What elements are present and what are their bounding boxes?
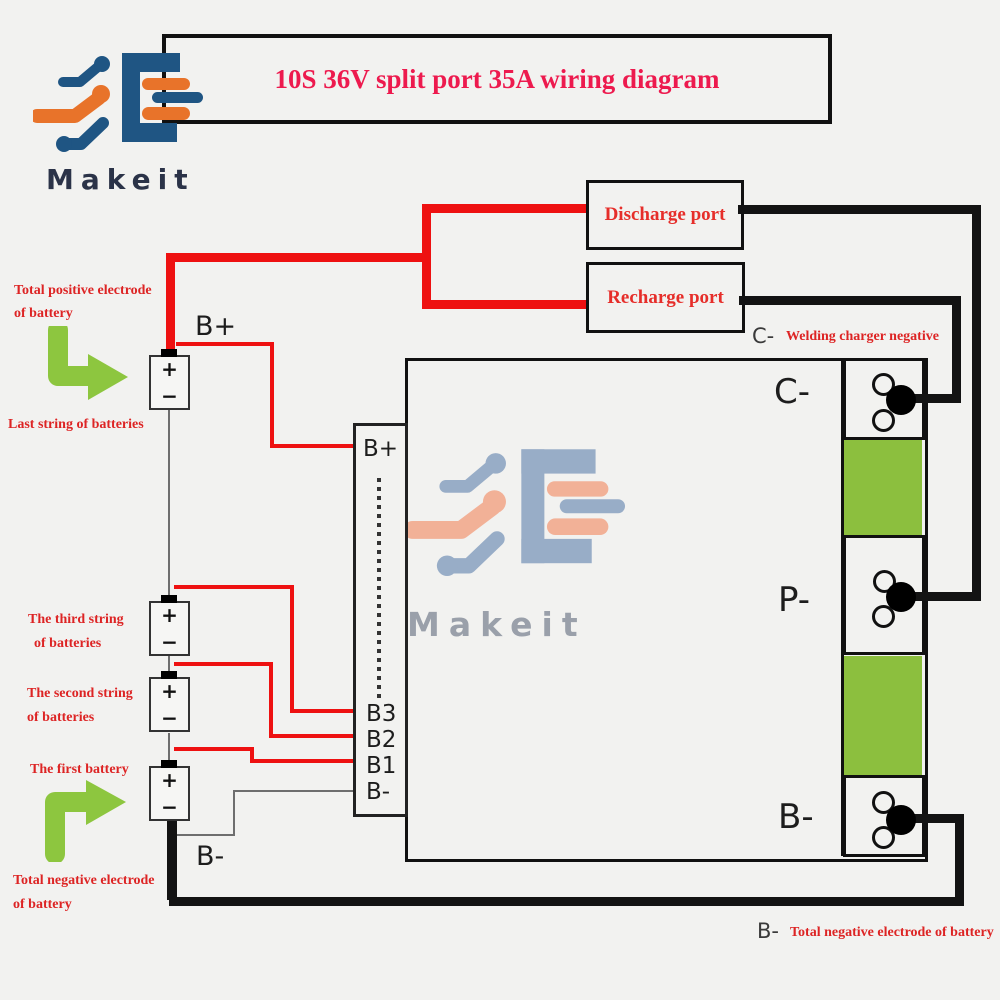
pin-b-minus: B- xyxy=(366,779,391,805)
wire-discharge-v xyxy=(972,205,981,601)
p-wire-dot xyxy=(886,582,916,612)
battery-plus-sign: + xyxy=(161,679,178,703)
pin-b-plus: B+ xyxy=(363,436,399,462)
battery-minus-sign: − xyxy=(161,706,178,730)
battery-positive-cap xyxy=(161,671,177,679)
wire-bminus-h xyxy=(901,814,964,823)
sense-b2-h1 xyxy=(174,662,273,666)
battery-link-2 xyxy=(168,656,170,677)
pin-b2: B2 xyxy=(366,727,397,753)
wire-bottom-rail xyxy=(169,897,964,906)
wire-to-recharge xyxy=(427,300,586,309)
battery-positive-cap xyxy=(161,595,177,603)
green-block-top xyxy=(844,440,922,536)
wire-discharge-h xyxy=(738,205,981,214)
label-b-plus: B+ xyxy=(195,311,237,342)
sense-bminus-h2 xyxy=(177,834,235,836)
label-b-minus: B- xyxy=(196,841,225,872)
sense-b2-h2 xyxy=(269,734,353,738)
sense-b2-v xyxy=(269,662,273,738)
battery-first: + − xyxy=(149,760,190,821)
sense-b3-v xyxy=(290,585,294,713)
board-label-c-minus: C- xyxy=(774,372,811,412)
arrow-down-right-icon xyxy=(48,326,128,400)
sense-bminus-v xyxy=(233,790,235,836)
note-total-negative-1: Total negative electrode xyxy=(13,873,155,888)
sense-b3-h1 xyxy=(174,585,294,589)
connector-dotted-line xyxy=(377,478,381,702)
wire-to-discharge xyxy=(427,204,586,213)
battery-second-string: + − xyxy=(149,671,190,732)
battery-minus-sign: − xyxy=(161,795,178,819)
watermark-text: Makeit xyxy=(407,605,587,644)
battery-plus-sign: + xyxy=(161,357,178,381)
sense-b3-h2 xyxy=(290,709,353,713)
note-first-battery: The first battery xyxy=(30,762,129,777)
brand-name: Makeit xyxy=(46,163,195,196)
wire-bminus-v xyxy=(955,814,964,906)
c-screw-bottom xyxy=(872,409,895,432)
wire-recharge-v xyxy=(952,296,961,403)
note-second-string-1: The second string xyxy=(27,686,133,701)
arrow-up-right-icon xyxy=(45,780,126,862)
battery-positive-cap xyxy=(161,349,177,357)
recharge-port-label: Recharge port xyxy=(607,286,724,308)
battery-minus-sign: − xyxy=(161,384,178,408)
sense-bplus-h1 xyxy=(176,342,274,346)
wire-bplus-vertical xyxy=(166,253,175,353)
page-title: 10S 36V split port 35A wiring diagram xyxy=(274,63,720,94)
green-block-bottom xyxy=(844,656,922,776)
sense-bplus-v xyxy=(270,342,274,448)
wire-discharge-to-p xyxy=(901,592,981,601)
note-third-string-1: The third string xyxy=(28,612,124,627)
discharge-port-box: Discharge port xyxy=(586,180,744,250)
battery-last-string: + − xyxy=(149,349,190,410)
title-box: 10S 36V split port 35A wiring diagram xyxy=(162,34,832,124)
note-total-positive-2: of battery xyxy=(14,306,73,321)
recharge-port-box: Recharge port xyxy=(586,262,745,333)
sense-bplus-h2 xyxy=(270,444,353,448)
wire-recharge-to-c xyxy=(901,394,961,403)
discharge-port-label: Discharge port xyxy=(604,204,726,225)
welding-prefix: C- xyxy=(752,324,775,348)
note-third-string-2: of batteries xyxy=(34,636,102,651)
c-wire-dot xyxy=(886,385,916,415)
battery-plus-sign: + xyxy=(161,603,178,627)
note-last-string: Last string of batteries xyxy=(8,417,144,432)
terminal-column-divider xyxy=(841,358,844,856)
battery-positive-cap xyxy=(161,760,177,768)
wire-battery-to-rail xyxy=(167,820,177,900)
battery-third-string: + − xyxy=(149,595,190,656)
makeit-logo-icon xyxy=(33,53,203,152)
wire-junction-vertical xyxy=(422,204,431,309)
board-label-b-minus: B- xyxy=(778,797,814,837)
battery-link-1 xyxy=(168,410,170,602)
wire-recharge-h xyxy=(739,296,961,305)
bottom-negative-prefix: B- xyxy=(757,919,779,943)
sense-b1-h2 xyxy=(250,759,353,763)
note-welding-charger-negative: Welding charger negative xyxy=(786,329,939,344)
pin-b1: B1 xyxy=(366,753,397,779)
sense-b1-h1 xyxy=(174,747,254,751)
battery-plus-sign: + xyxy=(161,768,178,792)
pin-b3: B3 xyxy=(366,701,397,727)
b-wire-dot xyxy=(886,805,916,835)
board-label-p-minus: P- xyxy=(778,580,811,620)
p-screw-bottom xyxy=(872,605,895,628)
battery-minus-sign: − xyxy=(161,630,178,654)
sense-bminus-h1 xyxy=(233,790,353,792)
note-total-negative-2: of battery xyxy=(13,897,72,912)
watermark-logo-icon xyxy=(407,449,626,576)
b-screw-bottom xyxy=(872,826,895,849)
note-bottom-total-negative: Total negative electrode of battery xyxy=(790,925,994,940)
b-screw-top xyxy=(872,791,895,814)
note-total-positive-1: Total positive electrode xyxy=(14,283,152,298)
note-second-string-2: of batteries xyxy=(27,710,95,725)
wire-bplus-horizontal xyxy=(166,253,431,262)
sense-b1-v xyxy=(250,747,254,763)
battery-link-3 xyxy=(168,733,170,766)
